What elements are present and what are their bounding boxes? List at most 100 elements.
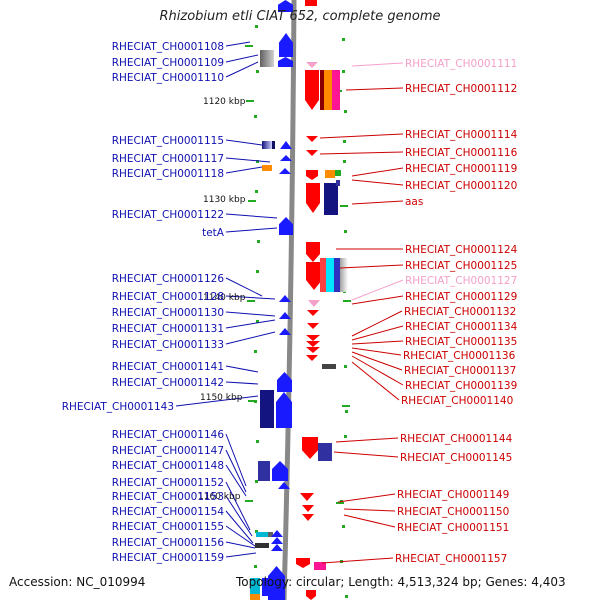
gene-label-rheciat_ch0001116: RHECIAT_CH0001116 bbox=[405, 147, 518, 159]
leader-line bbox=[333, 451, 399, 458]
gene-label-rheciat_ch0001148: RHECIAT_CH0001148 bbox=[112, 460, 224, 472]
leader-line bbox=[345, 87, 404, 91]
gene-label-rheciat_ch0001117: RHECIAT_CH0001117 bbox=[112, 153, 224, 165]
kbp-label: 1160 kbp bbox=[198, 492, 241, 502]
plus-strand-small-gene bbox=[307, 323, 319, 329]
leader-line bbox=[225, 213, 278, 219]
leader-line bbox=[225, 157, 271, 163]
plus-strand-gene-arrow bbox=[306, 183, 320, 213]
minus-strand-small-gene bbox=[280, 141, 292, 149]
gene-label-rheciat_ch0001126: RHECIAT_CH0001126 bbox=[112, 273, 225, 285]
gene-block bbox=[322, 364, 336, 369]
gene-label-rheciat_ch0001150: RHECIAT_CH0001150 bbox=[397, 506, 509, 518]
gene-label-rheciat_ch0001110: RHECIAT_CH0001110 bbox=[112, 72, 224, 84]
leader-line bbox=[225, 552, 257, 558]
gene-label-rheciat_ch0001156: RHECIAT_CH0001156 bbox=[112, 537, 225, 549]
tick-mark bbox=[345, 595, 348, 598]
plus-strand-gene-arrow bbox=[305, 70, 319, 110]
kbp-label: 1120 kbp bbox=[203, 97, 246, 107]
gene-block bbox=[336, 180, 340, 186]
leader-line bbox=[225, 54, 259, 63]
gene-block bbox=[320, 258, 326, 292]
leader-line bbox=[351, 279, 404, 301]
leader-line bbox=[225, 495, 253, 537]
tick-mark bbox=[342, 38, 345, 41]
gene-label-rheciat_ch0001151: RHECIAT_CH0001151 bbox=[397, 522, 509, 534]
gene-label-rheciat_ch0001109: RHECIAT_CH0001109 bbox=[112, 57, 224, 69]
tick-mark bbox=[343, 160, 346, 163]
gene-block bbox=[256, 532, 268, 537]
leader-line bbox=[351, 62, 404, 67]
leader-line bbox=[339, 264, 404, 269]
plus-strand-small-gene bbox=[306, 62, 318, 68]
gene-label-rheciat_ch0001108: RHECIAT_CH0001108 bbox=[112, 41, 224, 53]
gene-label-rheciat_ch0001139: RHECIAT_CH0001139 bbox=[405, 380, 517, 392]
leader-line bbox=[319, 133, 404, 139]
gene-label-rheciat_ch0001122: RHECIAT_CH0001122 bbox=[112, 209, 224, 221]
tick-mark bbox=[343, 140, 346, 143]
leader-line bbox=[351, 361, 400, 401]
gene-label-rheciat_ch0001135: RHECIAT_CH0001135 bbox=[405, 336, 517, 348]
kbp-label: 1130 kbp bbox=[203, 195, 246, 205]
accession-text: Accession: NC_010994 bbox=[9, 575, 146, 589]
leader-line bbox=[225, 433, 247, 487]
leader-line bbox=[225, 481, 251, 531]
tick-mark bbox=[342, 405, 350, 407]
leader-line bbox=[337, 493, 396, 503]
gene-label-rheciat_ch0001112: RHECIAT_CH0001112 bbox=[405, 83, 517, 95]
minus-strand-small-gene bbox=[280, 155, 292, 161]
tick-mark bbox=[254, 565, 257, 568]
leader-line bbox=[351, 340, 404, 345]
plus-strand-small-gene bbox=[302, 514, 314, 521]
gene-label-rheciat_ch0001141: RHECIAT_CH0001141 bbox=[112, 361, 224, 373]
gene-label-rheciat_ch0001149: RHECIAT_CH0001149 bbox=[397, 489, 509, 501]
minus-strand-labels: RHECIAT_CH0001108RHECIAT_CH0001109RHECIA… bbox=[62, 41, 225, 564]
gene-block bbox=[262, 165, 272, 171]
gene-label-rheciat_ch0001114: RHECIAT_CH0001114 bbox=[405, 129, 518, 141]
tick-mark bbox=[256, 160, 259, 163]
tick-mark bbox=[343, 300, 351, 302]
tick-mark bbox=[257, 240, 260, 243]
tick-mark bbox=[256, 440, 259, 443]
minus-strand-gene-arrow bbox=[278, 57, 293, 67]
gene-label-rheciat_ch0001159: RHECIAT_CH0001159 bbox=[112, 552, 224, 564]
gene-block bbox=[320, 70, 324, 110]
gene-label-rheciat_ch0001118: RHECIAT_CH0001118 bbox=[112, 168, 224, 180]
tick-mark bbox=[342, 70, 345, 73]
leader-line bbox=[351, 325, 404, 341]
gene-label-rheciat_ch0001129: RHECIAT_CH0001129 bbox=[405, 291, 517, 303]
gene-block bbox=[262, 578, 268, 596]
gene-label-teta: tetA bbox=[202, 227, 225, 239]
gene-block bbox=[272, 141, 275, 149]
gene-block bbox=[258, 461, 270, 481]
tick-mark bbox=[255, 530, 258, 533]
tick-mark bbox=[255, 25, 258, 28]
tick-mark bbox=[344, 230, 347, 233]
gene-features bbox=[250, 0, 348, 600]
gene-label-rheciat_ch0001140: RHECIAT_CH0001140 bbox=[401, 395, 513, 407]
leader-line bbox=[225, 41, 251, 47]
leader-line bbox=[351, 167, 404, 177]
leader-line bbox=[351, 295, 404, 305]
minus-strand-small-gene bbox=[279, 312, 291, 319]
gene-label-rheciat_ch0001145: RHECIAT_CH0001145 bbox=[400, 452, 512, 464]
gene-label-rheciat_ch0001127: RHECIAT_CH0001127 bbox=[405, 275, 517, 287]
gene-label-rheciat_ch0001136: RHECIAT_CH0001136 bbox=[403, 350, 516, 362]
leader-line bbox=[225, 295, 276, 300]
gene-label-rheciat_ch0001143: RHECIAT_CH0001143 bbox=[62, 401, 174, 413]
tick-mark bbox=[256, 320, 259, 323]
gene-block bbox=[268, 532, 273, 537]
gene-block bbox=[260, 50, 274, 67]
plus-strand-small-gene bbox=[306, 355, 318, 361]
tick-mark bbox=[336, 502, 344, 504]
tick-mark bbox=[245, 500, 253, 502]
gene-label-rheciat_ch0001154: RHECIAT_CH0001154 bbox=[112, 506, 225, 518]
topology-text: Topology: circular; Length: 4,513,324 bp… bbox=[236, 575, 566, 589]
minus-strand-small-gene bbox=[271, 537, 283, 544]
genome-title: Rhizobium etli CIAT 652, complete genome bbox=[159, 9, 441, 24]
gene-label-rheciat_ch0001147: RHECIAT_CH0001147 bbox=[112, 445, 224, 457]
tick-mark bbox=[254, 350, 257, 353]
gene-label-rheciat_ch0001128: RHECIAT_CH0001128 bbox=[112, 291, 224, 303]
minus-strand-small-gene bbox=[279, 168, 291, 174]
gene-label-rheciat_ch0001146: RHECIAT_CH0001146 bbox=[112, 429, 225, 441]
